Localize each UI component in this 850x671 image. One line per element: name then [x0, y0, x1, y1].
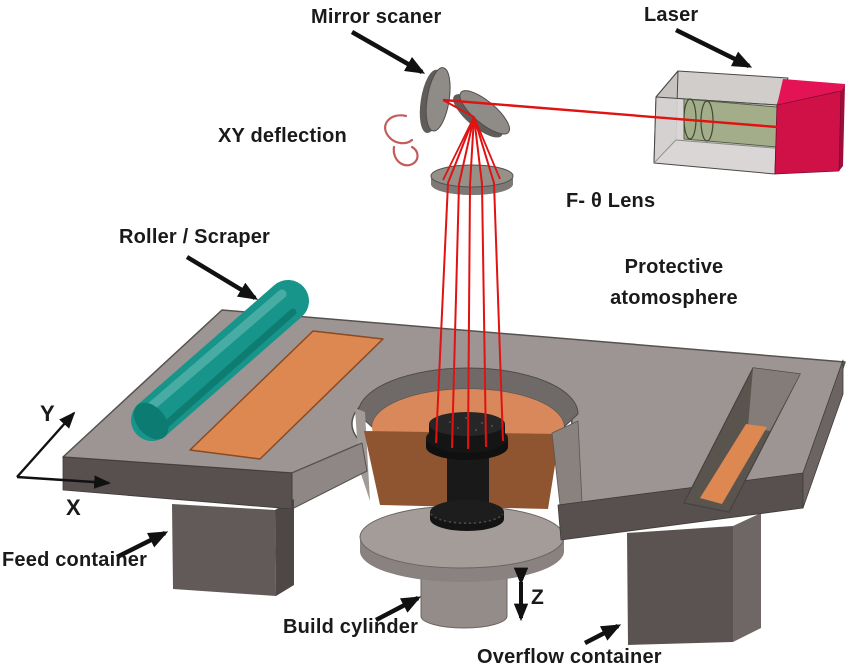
label-protective-atmosphere: Protective atomosphere [594, 252, 754, 314]
annotation-arrows [16, 27, 753, 646]
label-roller-scraper: Roller / Scraper [119, 226, 271, 248]
platform-side-face-right [802, 359, 844, 509]
label-axis-z: Z [531, 586, 545, 609]
part-speckles [448, 416, 494, 432]
label-feed-container: Feed container [2, 549, 148, 571]
overflow-container-pedestal [627, 513, 761, 645]
laser-end-cap [774, 79, 845, 175]
build-platform [62, 309, 846, 645]
roller-end-cap [133, 402, 169, 440]
rotation-arrows-icon [384, 114, 419, 167]
label-build-cylinder: Build cylinder [283, 616, 419, 638]
roller [131, 280, 309, 441]
axis-y-arrow [16, 411, 76, 478]
label-protective-line1: Protective [624, 256, 724, 278]
laser-main-beam [442, 98, 778, 129]
label-axis-y: Y [40, 401, 55, 426]
mirror-1 [419, 67, 451, 134]
laser-housing [653, 70, 845, 175]
arrow-build-cylinder [374, 596, 422, 622]
overflow-slot [683, 367, 801, 513]
label-laser: Laser [644, 4, 699, 26]
feed-powder-slot [189, 330, 384, 460]
label-axis-x: X [66, 495, 81, 520]
label-overflow-container: Overflow container [477, 646, 662, 668]
arrow-feed-container [115, 530, 169, 560]
label-f-theta-lens: F- θ Lens [566, 190, 656, 212]
laser-beams [435, 98, 778, 450]
label-protective-line2: atomosphere [610, 287, 738, 309]
feed-container-pedestal [172, 499, 294, 596]
build-piston-disc [359, 505, 565, 582]
arrow-roller-scraper [185, 255, 259, 300]
arrow-overflow-container [583, 623, 622, 646]
arrow-mirror-scanner [350, 30, 426, 74]
label-mirror-scanner: Mirror scaner [311, 6, 442, 28]
label-xy-deflection: XY deflection [218, 125, 347, 147]
axis-x-arrow [16, 475, 111, 489]
arrow-laser [675, 27, 753, 69]
